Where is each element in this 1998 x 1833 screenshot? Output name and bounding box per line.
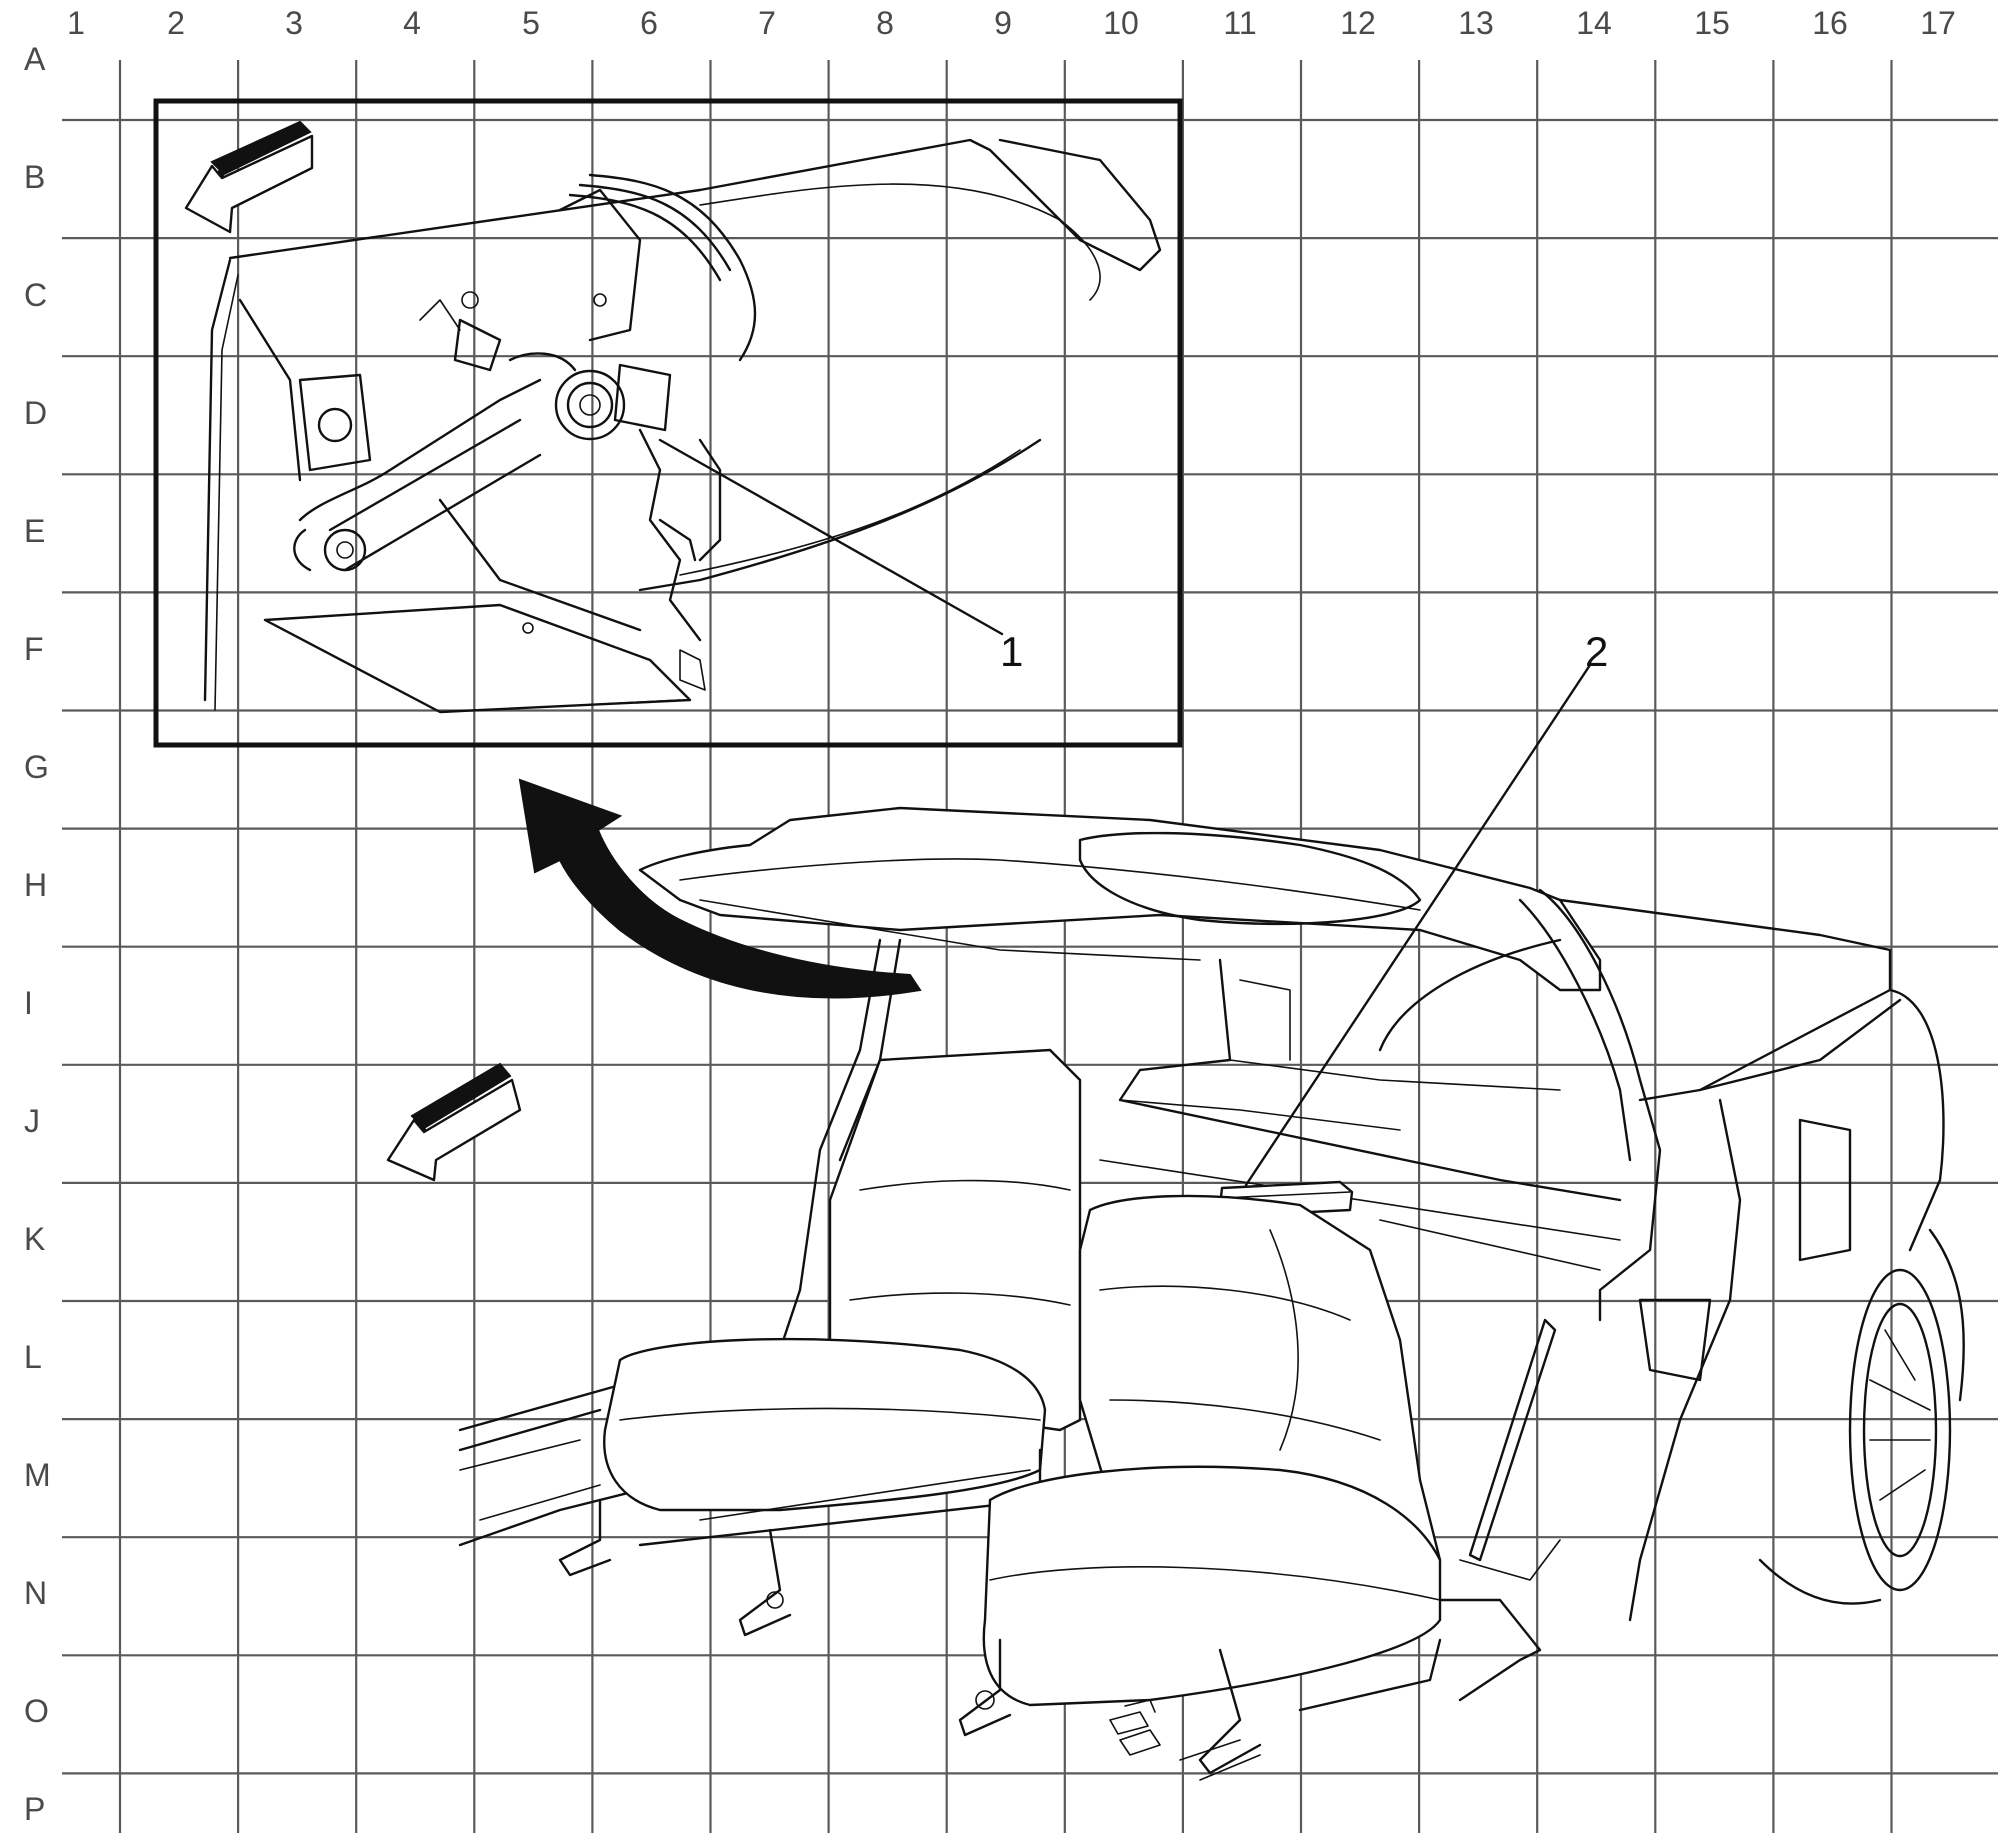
detail-view-pointer-arrow-icon: [518, 778, 922, 999]
grid-row-label: K: [24, 1221, 45, 1257]
grid-row-label: H: [24, 867, 47, 903]
callout-1-leader-line: [658, 438, 1004, 636]
grid-column-label: 5: [522, 5, 540, 41]
callout-2-leader-line: [1244, 663, 1592, 1187]
detail-inset-frame: [153, 98, 1183, 748]
grid-column-label: 11: [1223, 5, 1256, 41]
grid-column-label: 14: [1576, 5, 1612, 41]
inset-wiring-detail-drawing: [203, 138, 1162, 714]
grid-column-label: 1: [67, 5, 85, 41]
vehicle-interior-drawing: [458, 663, 1965, 1781]
grid-column-labels: 1 2 3 4 5 6 7 8 9 10 11 12 13 14 15 16 1…: [67, 5, 1956, 41]
grid-row-label: J: [24, 1103, 40, 1139]
floor-bracket: [1109, 1699, 1156, 1735]
detail-inset: [153, 98, 1183, 748]
grid-row-label: I: [24, 985, 33, 1021]
grid-column-label: 16: [1812, 5, 1848, 41]
callout-1-label: 1: [1000, 628, 1023, 675]
grid-row-label: M: [24, 1457, 51, 1493]
grid-column-label: 6: [640, 5, 658, 41]
left-seat: [558, 1048, 1082, 1637]
callout-2-label: 2: [1585, 628, 1608, 675]
right-seat: [958, 1194, 1442, 1781]
grid-column-label: 10: [1103, 5, 1139, 41]
grid-column-label: 17: [1920, 5, 1956, 41]
grid-row-label: D: [24, 395, 47, 431]
grid-row-label: E: [24, 513, 45, 549]
grid-column-label: 13: [1458, 5, 1494, 41]
grid-column-label: 2: [167, 5, 185, 41]
grid-row-label: O: [24, 1693, 49, 1729]
grid-column-label: 3: [285, 5, 303, 41]
grid-column-label: 4: [403, 5, 421, 41]
grid-column-label: 7: [758, 5, 776, 41]
grid-column-label: 12: [1340, 5, 1376, 41]
grid-column-label: 9: [994, 5, 1012, 41]
grid-row-label: F: [24, 631, 44, 667]
grid-row-label: B: [24, 159, 45, 195]
grid-row-label: A: [24, 41, 46, 77]
grid-row-labels: A B C D E F G H I J K L M N O P: [24, 41, 51, 1827]
grid-column-label: 8: [876, 5, 894, 41]
grid-row-label: L: [24, 1339, 42, 1375]
grid-column-label: 15: [1694, 5, 1730, 41]
vehicle-forward-arrow-icon: [386, 1062, 522, 1182]
grid-row-label: N: [24, 1575, 47, 1611]
grid-row-label: C: [24, 277, 47, 313]
grid-row-label: G: [24, 749, 49, 785]
grid-row-label: P: [24, 1791, 45, 1827]
inset-forward-arrow-icon: [184, 120, 314, 234]
